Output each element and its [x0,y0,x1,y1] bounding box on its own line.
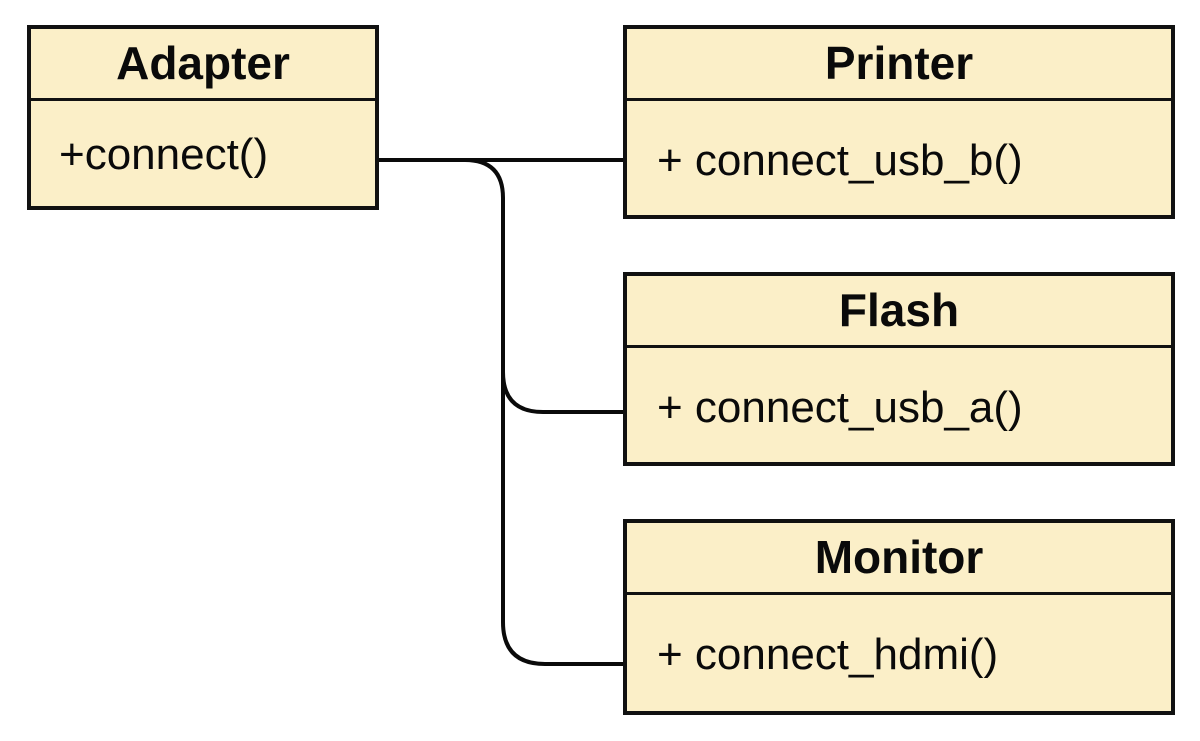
class-name-monitor: Monitor [627,523,1171,595]
class-name-flash: Flash [627,276,1171,348]
connector-adapter-monitor [501,372,623,666]
class-name-adapter: Adapter [31,29,375,101]
class-box-printer[interactable]: Printer + connect_usb_b() [623,25,1175,219]
class-name-printer: Printer [627,29,1171,101]
connector-adapter-flash [379,158,623,414]
method-monitor-connect-hdmi: + connect_hdmi() [657,630,999,679]
method-adapter-connect: +connect() [59,130,269,179]
class-box-adapter[interactable]: Adapter +connect() [27,25,379,210]
method-flash-connect-usb-a: + connect_usb_a() [657,383,1023,432]
class-box-monitor[interactable]: Monitor + connect_hdmi() [623,519,1175,715]
class-box-flash[interactable]: Flash + connect_usb_a() [623,272,1175,466]
method-printer-connect-usb-b: + connect_usb_b() [657,136,1023,185]
